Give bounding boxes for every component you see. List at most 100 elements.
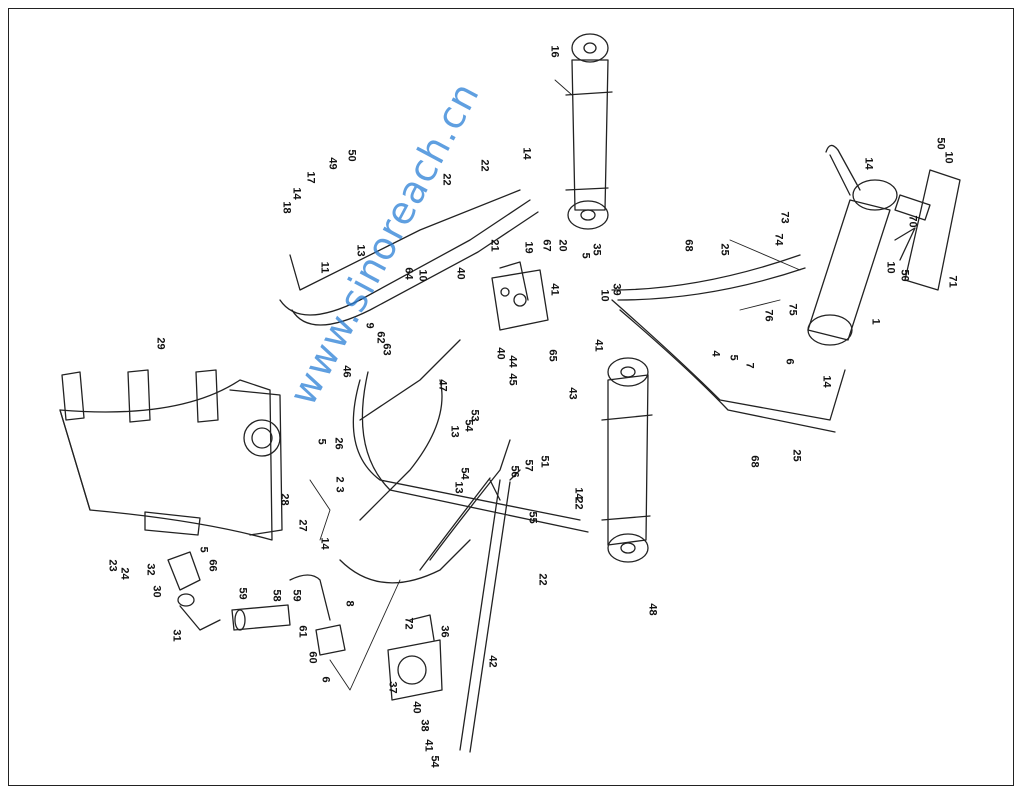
callout-label: 10 bbox=[598, 289, 611, 302]
callout-label: 47 bbox=[436, 379, 449, 392]
hydraulic-pump bbox=[387, 614, 443, 701]
callout-label: 18 bbox=[280, 201, 293, 214]
callout-label: 36 bbox=[438, 625, 451, 638]
callout-label: 11 bbox=[318, 261, 331, 274]
callout-label: 50 bbox=[934, 137, 947, 150]
callout-label: 35 bbox=[590, 243, 603, 256]
callout-label: 41 bbox=[592, 339, 605, 352]
leader-lines bbox=[309, 79, 801, 691]
callout-label: 31 bbox=[170, 629, 183, 642]
callout-label: 55 bbox=[526, 511, 539, 524]
callout-label: 14 bbox=[520, 147, 533, 160]
callout-label: 26 bbox=[332, 437, 345, 450]
callout-label: 10 bbox=[942, 151, 955, 164]
callout-label: 9 bbox=[363, 322, 376, 329]
callout-label: 22 bbox=[536, 573, 549, 586]
callout-label: 44 bbox=[506, 355, 519, 368]
callout-label: 19 bbox=[522, 241, 535, 254]
callout-label: 54 bbox=[462, 419, 475, 432]
callout-label: 5 bbox=[579, 252, 592, 259]
callout-label: 40 bbox=[454, 267, 467, 280]
callout-label: 59 bbox=[236, 587, 249, 600]
suction-line bbox=[167, 551, 346, 656]
callout-label: 14 bbox=[290, 187, 303, 200]
callout-label: 74 bbox=[772, 233, 785, 246]
callout-label: 56 bbox=[508, 465, 521, 478]
callout-label: 38 bbox=[418, 719, 431, 732]
callout-label: 71 bbox=[946, 275, 959, 288]
callout-label: 59 bbox=[290, 589, 303, 602]
callout-label: 3 bbox=[333, 486, 346, 493]
callout-label: 13 bbox=[448, 425, 461, 438]
callout-label: 27 bbox=[296, 519, 309, 532]
callout-label: 75 bbox=[786, 303, 799, 316]
callout-label: 45 bbox=[506, 373, 519, 386]
callout-label: 48 bbox=[646, 603, 659, 616]
callout-label: 17 bbox=[304, 171, 317, 184]
callout-label: 14 bbox=[820, 375, 833, 388]
callout-label: 6 bbox=[319, 676, 332, 683]
hydraulic-tank bbox=[59, 369, 283, 541]
right-hydraulic-cylinder bbox=[807, 144, 898, 346]
callout-label: 28 bbox=[278, 493, 291, 506]
drawing-frame bbox=[8, 8, 1014, 786]
callout-label: 46 bbox=[340, 365, 353, 378]
callout-label: 60 bbox=[306, 651, 319, 664]
callout-label: 23 bbox=[106, 559, 119, 572]
hydraulic-hoses bbox=[279, 189, 846, 753]
callout-label: 13 bbox=[354, 244, 367, 257]
callout-label: 61 bbox=[296, 625, 309, 638]
callout-label: 37 bbox=[386, 681, 399, 694]
callout-label: 68 bbox=[682, 239, 695, 252]
callout-label: 40 bbox=[494, 347, 507, 360]
callout-label: 2 bbox=[333, 476, 346, 483]
mounting-bracket bbox=[894, 169, 961, 291]
callout-label: 13 bbox=[452, 481, 465, 494]
callout-label: 57 bbox=[522, 459, 535, 472]
callout-label: 8 bbox=[343, 600, 356, 607]
callout-label: 32 bbox=[144, 563, 157, 576]
callout-label: 49 bbox=[326, 157, 339, 170]
callout-label: 16 bbox=[548, 45, 561, 58]
callout-label: 51 bbox=[538, 455, 551, 468]
callout-label: 63 bbox=[380, 343, 393, 356]
callout-label: 10 bbox=[416, 269, 429, 282]
callout-label: 5 bbox=[315, 438, 328, 445]
callout-label: 7 bbox=[743, 362, 756, 369]
callout-label: 41 bbox=[548, 283, 561, 296]
callout-label: 14 bbox=[318, 537, 331, 550]
lower-hydraulic-cylinder bbox=[601, 357, 653, 563]
callout-label: 40 bbox=[410, 701, 423, 714]
callout-label: 22 bbox=[572, 497, 585, 510]
callout-label: 65 bbox=[546, 349, 559, 362]
callout-label: 21 bbox=[488, 239, 501, 252]
callout-label: 76 bbox=[762, 309, 775, 322]
callout-label: 62 bbox=[374, 331, 387, 344]
callout-label: 10 bbox=[884, 261, 897, 274]
callout-label: 20 bbox=[556, 239, 569, 252]
callout-label: 29 bbox=[154, 337, 167, 350]
callout-label: 25 bbox=[718, 243, 731, 256]
callout-label: 25 bbox=[790, 449, 803, 462]
callout-label: 6 bbox=[783, 358, 796, 365]
callout-label: 24 bbox=[118, 567, 131, 580]
callout-label: 70 bbox=[906, 215, 919, 228]
callout-label: 66 bbox=[206, 559, 219, 572]
callout-label: 50 bbox=[345, 149, 358, 162]
callout-label: 4 bbox=[709, 350, 722, 357]
callout-label: 14 bbox=[862, 157, 875, 170]
callout-label: 68 bbox=[748, 455, 761, 468]
callout-label: 41 bbox=[422, 739, 435, 752]
callout-label: 39 bbox=[610, 283, 623, 296]
callout-label: 73 bbox=[778, 211, 791, 224]
callout-label: 58 bbox=[270, 589, 283, 602]
callout-label: 5 bbox=[727, 354, 740, 361]
control-valve-block bbox=[491, 261, 549, 331]
callout-label: 30 bbox=[150, 585, 163, 598]
callout-label: 67 bbox=[540, 239, 553, 252]
callout-label: 54 bbox=[458, 467, 471, 480]
callout-label: 1 bbox=[869, 318, 882, 325]
callout-label: 54 bbox=[428, 755, 441, 768]
